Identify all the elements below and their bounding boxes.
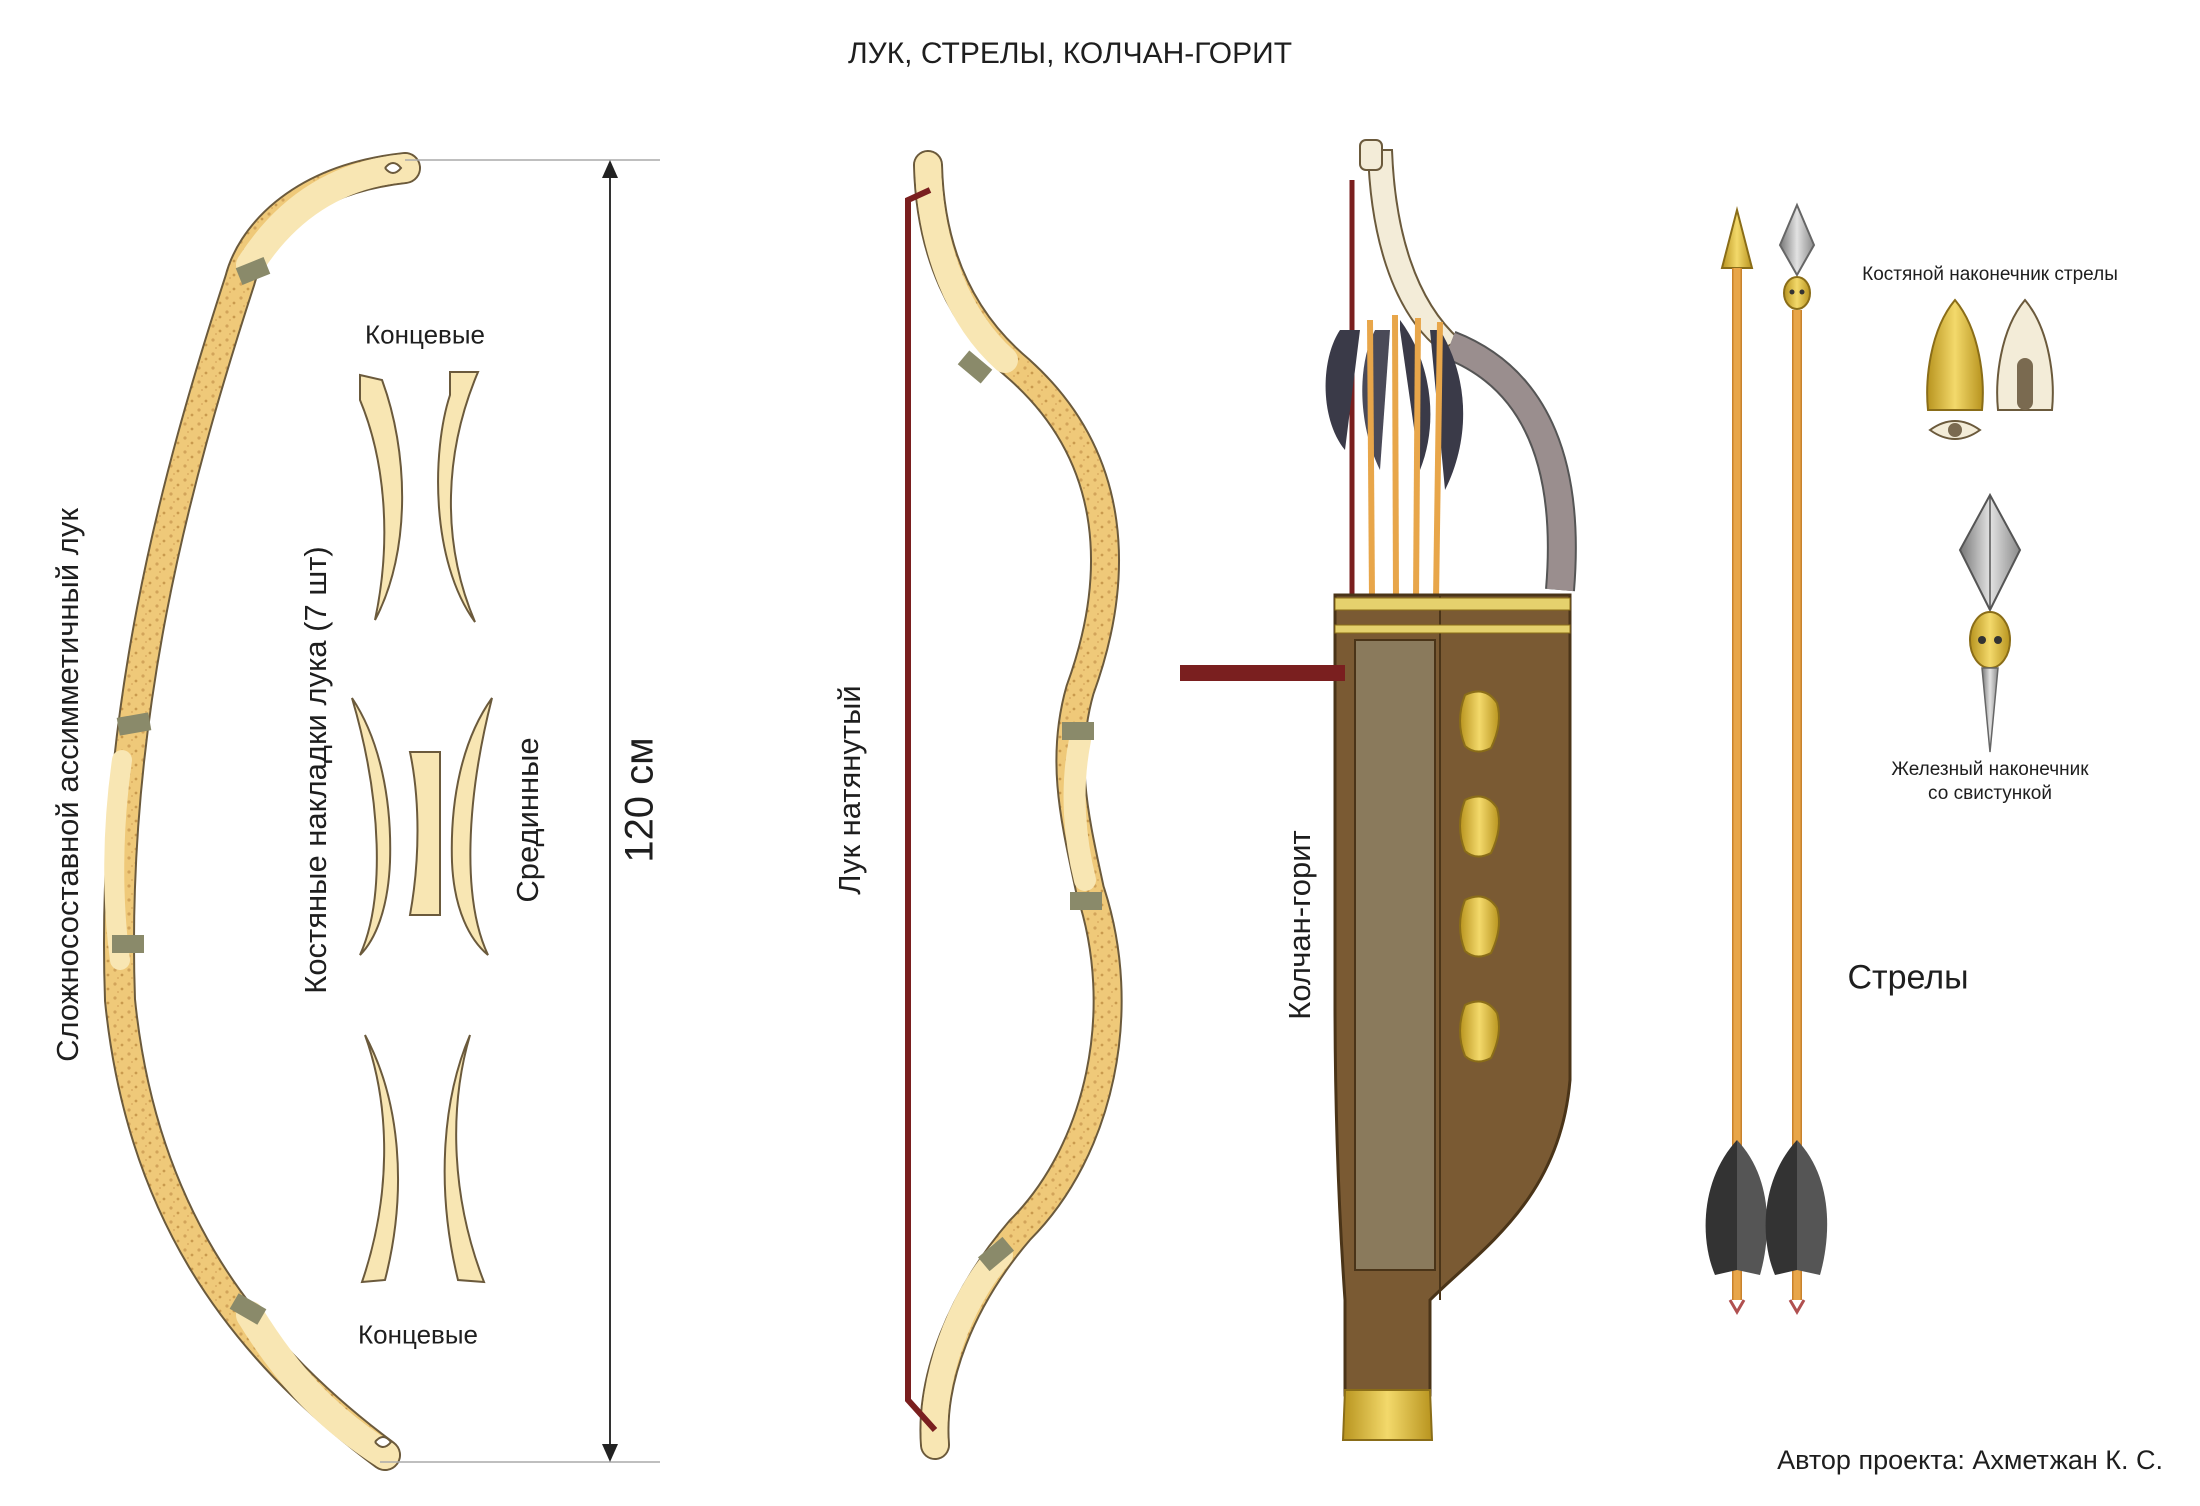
iron-tip-detail	[1958, 492, 2022, 753]
dimension-line	[380, 159, 660, 1463]
quiver-label: Колчан-горит	[1282, 830, 1317, 1020]
gold-plaques	[1459, 690, 1500, 1063]
quiver	[1180, 139, 1577, 1441]
middle-plate-center	[408, 751, 441, 916]
middle-plate-right	[450, 697, 493, 956]
end-plates-top-label: Концевые	[365, 319, 485, 350]
end-plate-bottom-left	[360, 1034, 399, 1284]
strung-bow-label: Лук натянутый	[832, 685, 867, 895]
bone-plates	[351, 371, 493, 1284]
size-label: 120 см	[617, 737, 662, 863]
bone-tip-label: Костяной наконечник стрелы	[1862, 264, 2118, 285]
unstrung-bow	[102, 152, 421, 1471]
end-plate-bottom-right	[443, 1034, 486, 1284]
bone-tip-detail	[1926, 298, 2054, 440]
arrows	[1705, 202, 1828, 1315]
middle-plate-left	[351, 697, 392, 956]
end-plate-top-right	[437, 371, 480, 623]
bone-plates-label: Костяные накладки лука (7 шт)	[298, 546, 333, 994]
page-title: ЛУК, СТРЕЛЫ, КОЛЧАН-ГОРИТ	[847, 37, 1293, 70]
end-plates-bottom-label: Концевые	[358, 1319, 478, 1350]
composite-bow-label: Сложносоставной ассимметичный лук	[50, 508, 85, 1062]
author-credit: Автор проекта: Ахметжан К. С.	[1777, 1445, 2163, 1475]
iron-tip-label-line1: Железный наконечник	[1891, 759, 2089, 780]
end-plate-top-left	[359, 373, 404, 621]
middle-plates-label: Срединные	[510, 737, 545, 903]
iron-tip-label-line2: со свистункой	[1928, 783, 2052, 804]
arrows-label: Стрелы	[1847, 958, 1969, 997]
quiver-arrows	[1325, 314, 1464, 601]
strung-bow	[905, 150, 1123, 1460]
